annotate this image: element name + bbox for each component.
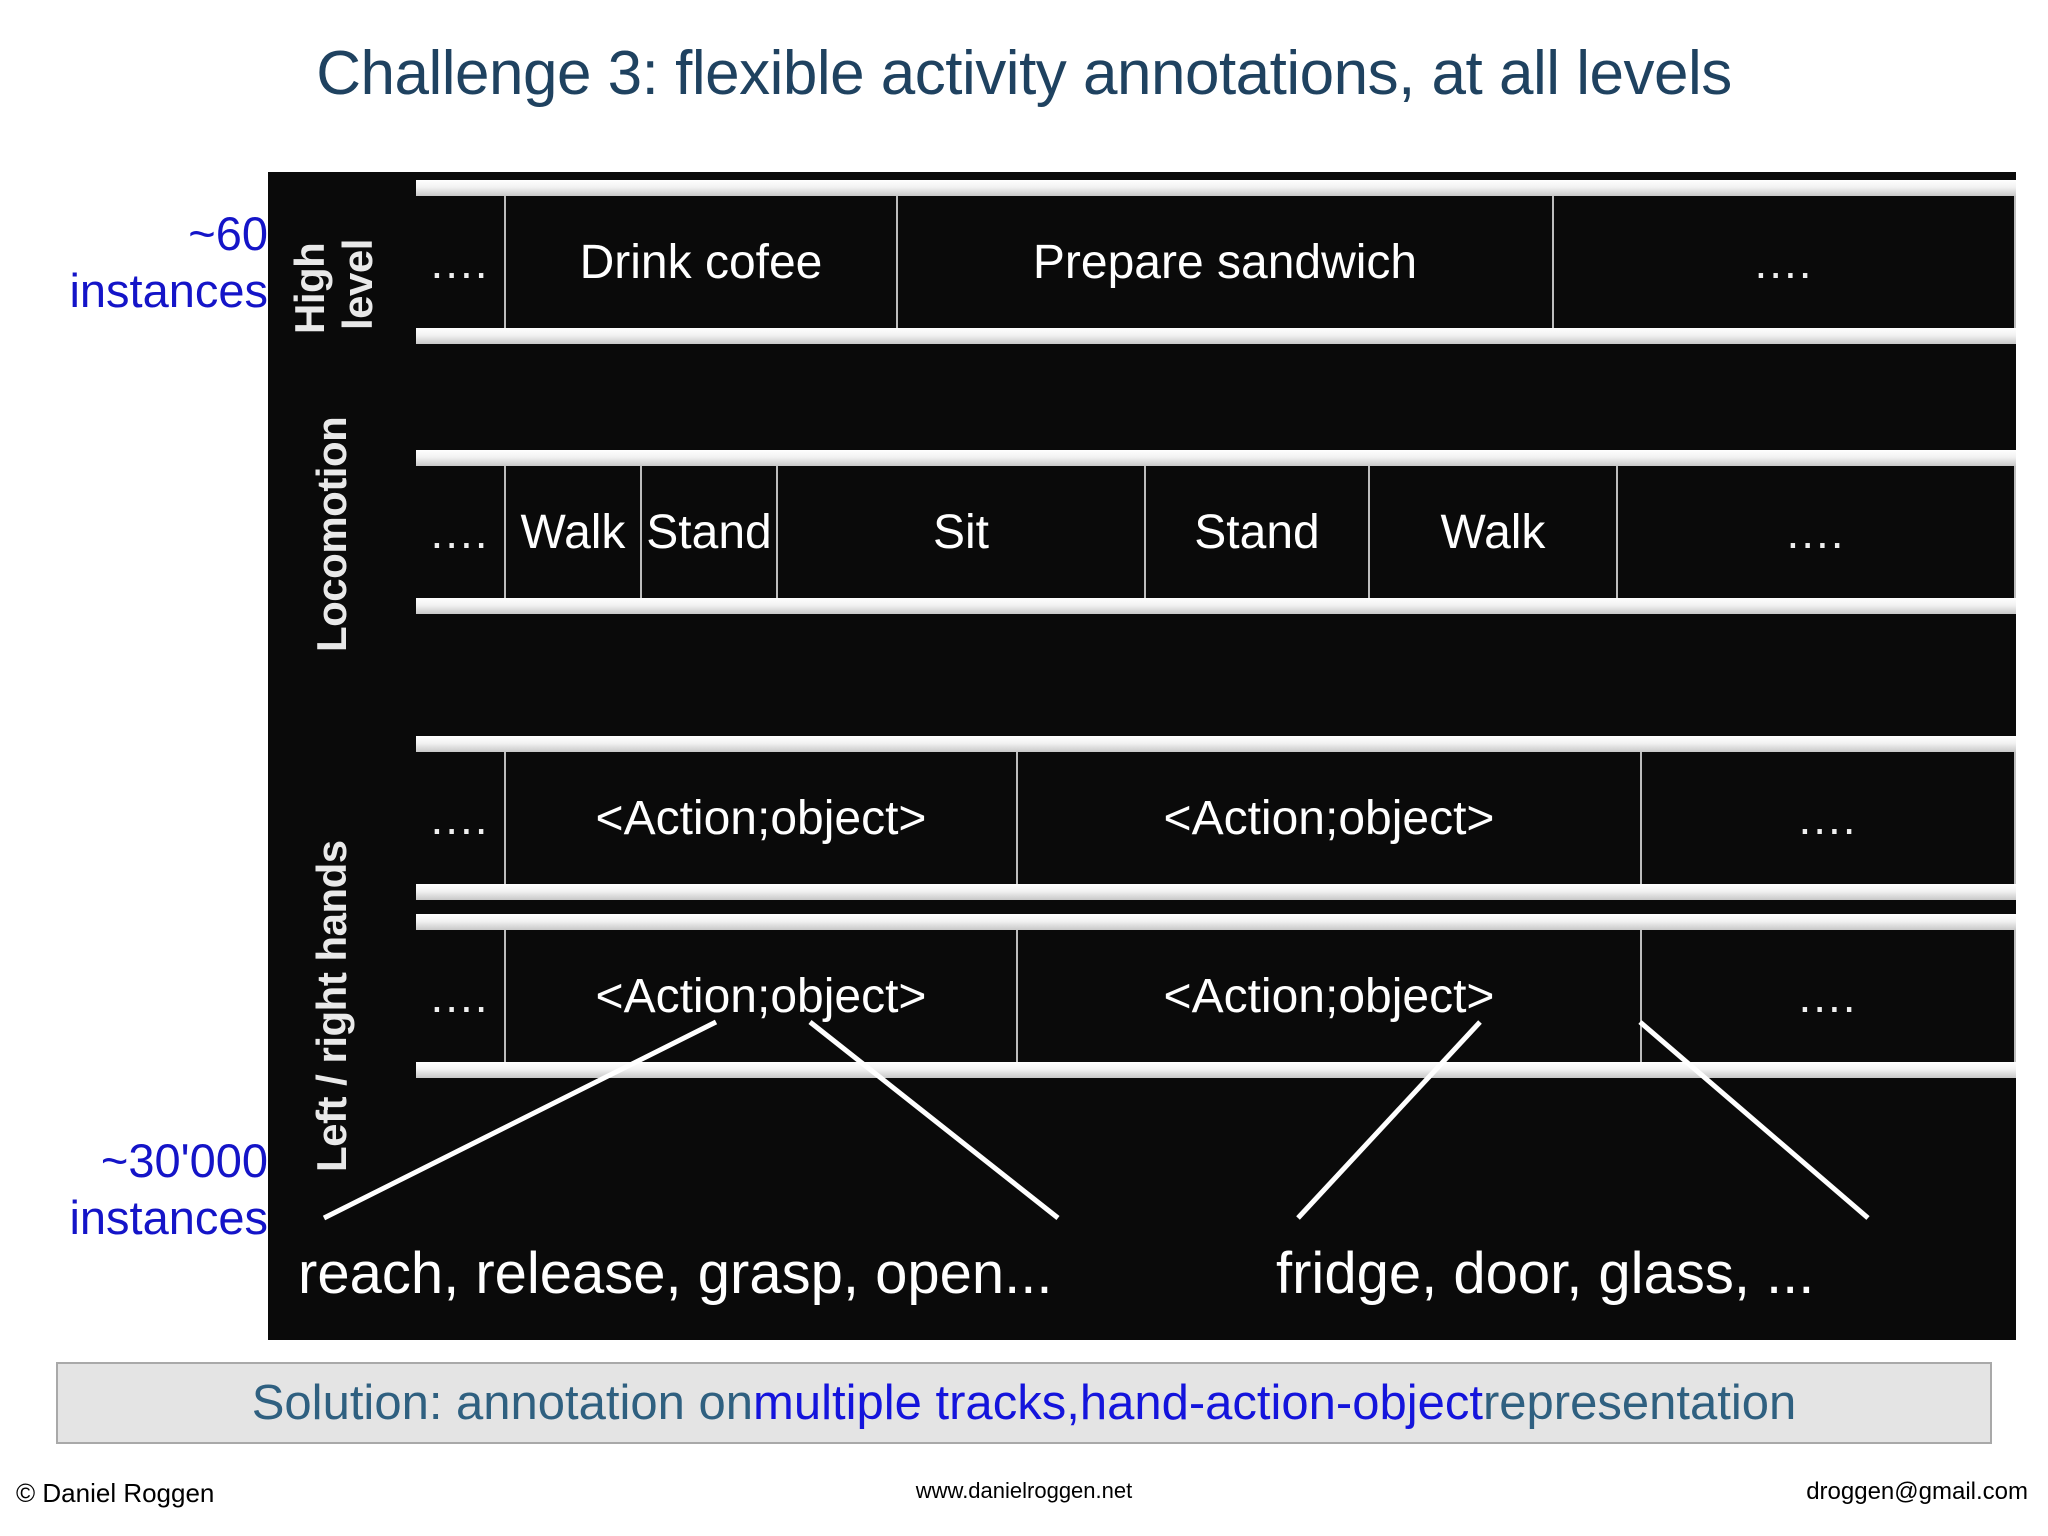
vocabulary-actions: reach, release, grasp, open... [298,1241,1053,1306]
track-cell-high-level-2: Prepare sandwich [896,196,1552,328]
track-cell-label: Stand [1194,505,1320,559]
annotation-tracks-diagram: High level Locomotion Left / right hands… [268,172,2016,1340]
track-left-hand: .... <Action;object> <Action;object>.... [416,752,2016,884]
track-label-left-right-hands: Left / right hands [308,840,355,1172]
track-cell-locomotion-1: Walk [504,466,640,598]
track-right-hand: .... <Action;object> <Action;object>.... [416,930,2016,1062]
track-cell-locomotion-3: Sit [776,466,1144,598]
annotation-count-top-value: ~60 [188,207,268,260]
track-cell-label: .... [430,792,490,844]
rail-right-hand-bottom [416,1062,2016,1078]
solution-accent-tracks: multiple tracks [753,1376,1067,1430]
track-high-level: .... Drink cofee Prepare sandwich.... [416,196,2016,328]
page-title: Challenge 3: flexible activity annotatio… [316,39,1732,108]
track-cell-right-hand-3: .... [1640,930,2016,1062]
rail-left-hand-bottom [416,884,2016,900]
track-cell-locomotion-0: .... [416,466,504,598]
track-cell-label: .... [430,236,490,288]
footer-email[interactable]: droggen@gmail.com [1806,1478,2028,1505]
track-cell-right-hand-0: .... [416,930,504,1062]
solution-separator: , [1066,1376,1080,1430]
track-cell-label: .... [1798,970,1858,1022]
track-locomotion: .... Walk Stand Sit Stand Walk.... [416,466,2016,598]
track-cell-label: Walk [520,505,626,559]
track-cell-label: <Action;object> [1163,791,1495,845]
track-cell-label: Prepare sandwich [1032,235,1418,289]
track-cell-label: .... [1754,236,1814,288]
track-cell-left-hand-2: <Action;object> [1016,752,1640,884]
rail-locomotion-top [416,450,2016,466]
track-cell-label: Sit [932,505,989,559]
track-label-high-level-line2: level [334,239,381,330]
track-cell-locomotion-4: Stand [1144,466,1368,598]
track-cell-label: .... [430,970,490,1022]
track-cell-locomotion-2: Stand [640,466,776,598]
track-cell-label: Stand [646,505,772,559]
track-cell-left-hand-0: .... [416,752,504,884]
track-cell-high-level-3: .... [1552,196,2016,328]
rail-locomotion-bottom [416,598,2016,614]
track-cell-high-level-0: .... [416,196,504,328]
track-cell-high-level-1: Drink cofee [504,196,896,328]
footer-website[interactable]: www.danielroggen.net [915,1478,1133,1503]
track-cell-left-hand-3: .... [1640,752,2016,884]
track-label-locomotion: Locomotion [308,416,355,652]
annotation-count-top-unit: instances [69,264,268,318]
track-cell-locomotion-6: .... [1616,466,2016,598]
rail-high-level-bottom [416,328,2016,344]
solution-accent-representation: hand-action-object [1079,1376,1483,1430]
track-cell-label: <Action;object> [1163,969,1495,1023]
track-cell-locomotion-5: Walk [1368,466,1616,598]
annotation-count-top: ~60 instances [0,205,268,320]
rail-right-hand-top [416,914,2016,930]
annotation-count-bottom: ~30'000 instances [0,1132,268,1247]
track-cell-label: Walk [1440,505,1546,559]
rail-left-hand-top [416,736,2016,752]
footer-copyright: © Daniel Roggen [16,1478,215,1508]
track-cell-label: <Action;object> [595,791,927,845]
track-label-high-level-line1: High [286,242,333,334]
solution-text-part2: representation [1482,1376,1797,1430]
track-cell-label: Drink cofee [579,235,823,289]
annotation-count-bottom-unit: instances [69,1191,268,1245]
track-cell-left-hand-1: <Action;object> [504,752,1016,884]
track-cell-label: .... [430,506,490,558]
vocabulary-objects: fridge, door, glass, ... [1276,1241,1815,1306]
track-cell-label: <Action;object> [595,969,927,1023]
track-cell-right-hand-1: <Action;object> [504,930,1016,1062]
rail-high-level-top [416,180,2016,196]
solution-banner: Solution: annotation on multiple tracks … [56,1362,1992,1444]
solution-text-part1: Solution: annotation on [251,1376,754,1430]
track-cell-label: .... [1798,792,1858,844]
track-cell-label: .... [1786,506,1846,558]
track-cell-right-hand-2: <Action;object> [1016,930,1640,1062]
annotation-count-bottom-value: ~30'000 [100,1134,268,1187]
